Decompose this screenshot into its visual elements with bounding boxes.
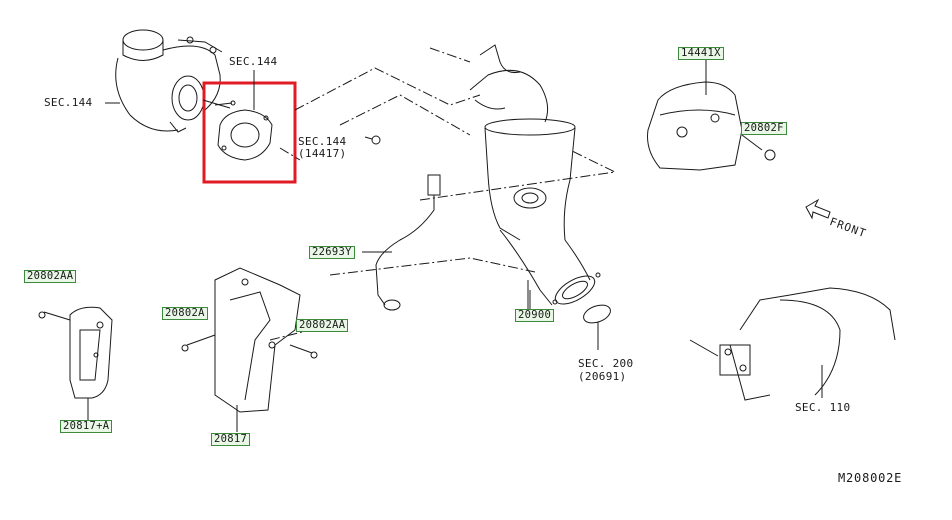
gasket-drawing	[202, 70, 273, 161]
part-number-20802aa-left[interactable]: 20802AA	[24, 270, 77, 283]
part-number-14441x[interactable]: 14441X	[678, 47, 724, 60]
part-number-20802a[interactable]: 20802A	[162, 307, 208, 320]
highlight-box	[202, 81, 297, 184]
label-sec144-top: SEC.144	[229, 55, 278, 68]
bolt-drawing	[364, 135, 381, 145]
engine-block-drawing	[689, 287, 896, 401]
label-sec144-mid-sub: (14417)	[298, 147, 347, 160]
ring-gasket-drawing	[583, 304, 611, 350]
label-sec200: SEC. 200	[578, 357, 634, 370]
turbocharger-drawing	[105, 29, 236, 133]
label-sec200-sub: (20691)	[578, 370, 627, 383]
heat-shield-top-drawing	[647, 58, 776, 171]
front-arrow-icon	[805, 198, 831, 220]
bracket-left-drawing	[38, 306, 113, 422]
part-number-20802f[interactable]: 20802F	[741, 122, 787, 135]
part-number-20900[interactable]: 20900	[515, 309, 555, 322]
oxygen-sensor-drawing	[362, 174, 441, 311]
part-number-20802aa-mid[interactable]: 20802AA	[296, 319, 349, 332]
label-sec144-mid: SEC.144	[298, 135, 347, 148]
part-number-22693y[interactable]: 22693Y	[309, 246, 355, 259]
part-number-20817a[interactable]: 20817+A	[60, 420, 113, 433]
heat-shield-lower-drawing	[181, 267, 318, 432]
catalytic-converter-drawing	[469, 44, 601, 310]
label-sec110: SEC. 110	[795, 401, 851, 414]
leader-lines	[269, 47, 617, 341]
part-number-20817[interactable]: 20817	[211, 433, 251, 446]
diagram-code: M208002E	[838, 471, 903, 485]
label-sec144-left: SEC.144	[44, 96, 93, 109]
